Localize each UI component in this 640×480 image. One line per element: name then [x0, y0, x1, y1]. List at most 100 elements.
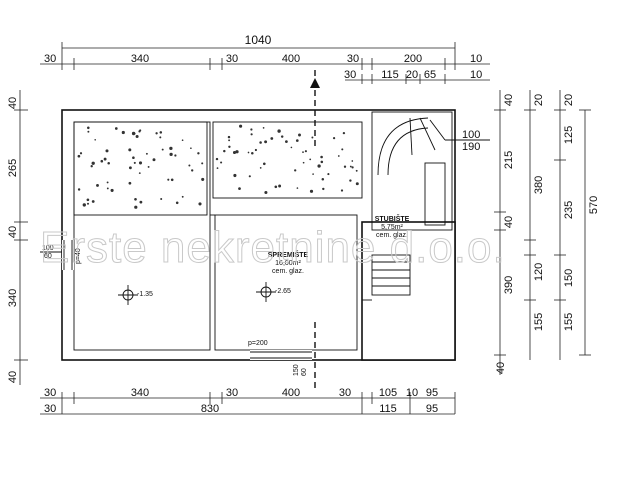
dim-top-3: 30: [226, 53, 238, 65]
dim-bottom-4: 400: [282, 387, 300, 399]
earth-dot: [312, 173, 314, 175]
dim-right-a-3: 40: [503, 216, 515, 228]
level-marker-storage: -2.65: [256, 282, 291, 302]
earth-dot: [128, 148, 132, 152]
left-door-opening: p=40 100 60: [40, 240, 82, 270]
earth-dot: [264, 140, 268, 144]
left-door-dim-2: 60: [44, 253, 52, 260]
earth-dot: [309, 158, 312, 161]
earth-dot: [238, 187, 241, 190]
earth-dot: [274, 185, 278, 189]
earth-dot: [254, 148, 257, 152]
dim-top-7: 10: [470, 53, 482, 65]
dim-left-2: 265: [7, 159, 19, 177]
earth-dot: [239, 124, 243, 128]
earth-dot: [114, 127, 118, 130]
earth-dot: [342, 131, 346, 135]
earth-dot: [147, 165, 150, 168]
earth-dot: [351, 160, 354, 162]
dim-top-r3-1: 30: [344, 69, 356, 81]
earth-dot: [227, 135, 231, 139]
earth-dot: [91, 161, 95, 165]
dim-bottom-7: 10: [406, 387, 418, 399]
dim-right-c-4: 150: [563, 269, 575, 287]
earth-dot: [285, 140, 288, 143]
left-door-dim-1: 100: [42, 245, 54, 252]
earth-dot: [295, 139, 299, 142]
earth-dot: [228, 145, 231, 148]
earth-dot: [190, 147, 192, 150]
dim-bottom-r2-1: 30: [44, 403, 56, 415]
bottom-door-dim-1: 150: [293, 364, 300, 376]
earth-dot: [262, 162, 266, 166]
earth-dot: [228, 139, 231, 142]
level-left-value: -1.35: [137, 291, 153, 298]
earth-dot: [197, 152, 200, 155]
earth-dot: [341, 148, 344, 151]
dim-right-b-2: 380: [533, 176, 545, 194]
earth-fill-left: [73, 121, 208, 216]
earth-dot: [96, 183, 99, 187]
dim-right-b-1: 20: [533, 94, 545, 106]
earth-dot: [105, 149, 109, 153]
bottom-door-h: p=200: [248, 340, 268, 347]
building-walls: [61, 109, 456, 361]
earth-dot: [128, 181, 132, 185]
dim-bottom-2: 340: [131, 387, 149, 399]
left-dimensions: 40 265 40 340 40: [7, 90, 28, 385]
earth-dot: [128, 166, 132, 170]
earth-dot: [337, 155, 340, 157]
dim-top-r3-3: 20: [406, 69, 418, 81]
dim-right-a-1: 40: [503, 94, 515, 106]
earth-dot: [327, 173, 330, 176]
earth-dot: [155, 132, 158, 135]
earth-dot: [259, 167, 262, 169]
earth-dot: [349, 165, 352, 168]
top-dimensions: 1040 30 340 30 400 30 200 10 30 115 20 6…: [40, 33, 490, 84]
earth-dot: [322, 187, 325, 191]
bottom-door-dim-2: 60: [301, 368, 308, 376]
earth-dot: [107, 161, 110, 165]
level-storage-value: -2.65: [275, 288, 291, 295]
earth-dot: [343, 165, 347, 168]
earth-dot: [181, 139, 184, 142]
stair-room-floor: cem. glaz.: [376, 232, 408, 239]
earth-dot: [191, 169, 194, 172]
section-arrow-top: [310, 78, 320, 88]
left-door-h: p=40: [75, 248, 82, 264]
earth-dot: [247, 151, 250, 154]
stair-window-dim-2: 190: [462, 141, 480, 153]
dim-right-c-1: 20: [563, 94, 575, 106]
dim-bottom-1: 30: [44, 387, 56, 399]
stair-window-opening: 100 190: [445, 129, 490, 153]
earth-dot: [277, 129, 281, 133]
earth-dot: [138, 130, 141, 133]
earth-dot: [79, 152, 83, 155]
dim-bottom-8: 95: [426, 387, 438, 399]
earth-dot: [159, 131, 163, 134]
earth-dot: [90, 165, 93, 168]
earth-dot: [201, 162, 204, 165]
earth-dot: [250, 133, 253, 136]
earth-dot: [280, 135, 284, 138]
storage-room-label: SPREMIŠTE 16,00m² cem. glaz.: [268, 250, 309, 275]
earth-dot: [262, 127, 265, 129]
earth-dot: [302, 161, 305, 164]
dim-right-a-2: 215: [503, 151, 515, 169]
earth-dot: [132, 156, 135, 159]
earth-dot: [332, 136, 336, 140]
earth-dot: [170, 178, 174, 182]
earth-dot: [106, 181, 109, 184]
earth-dot: [110, 188, 114, 192]
dim-top-4: 400: [282, 53, 300, 65]
earth-dot: [131, 131, 136, 136]
earth-dot: [216, 167, 219, 169]
earth-dot: [86, 198, 90, 202]
earth-dot: [139, 200, 143, 204]
dim-top-1: 30: [44, 53, 56, 65]
earth-dot: [235, 150, 239, 154]
earth-dot: [159, 136, 162, 139]
earth-dot: [121, 130, 125, 135]
earth-dot: [296, 187, 299, 189]
dim-left-1: 40: [7, 97, 19, 109]
